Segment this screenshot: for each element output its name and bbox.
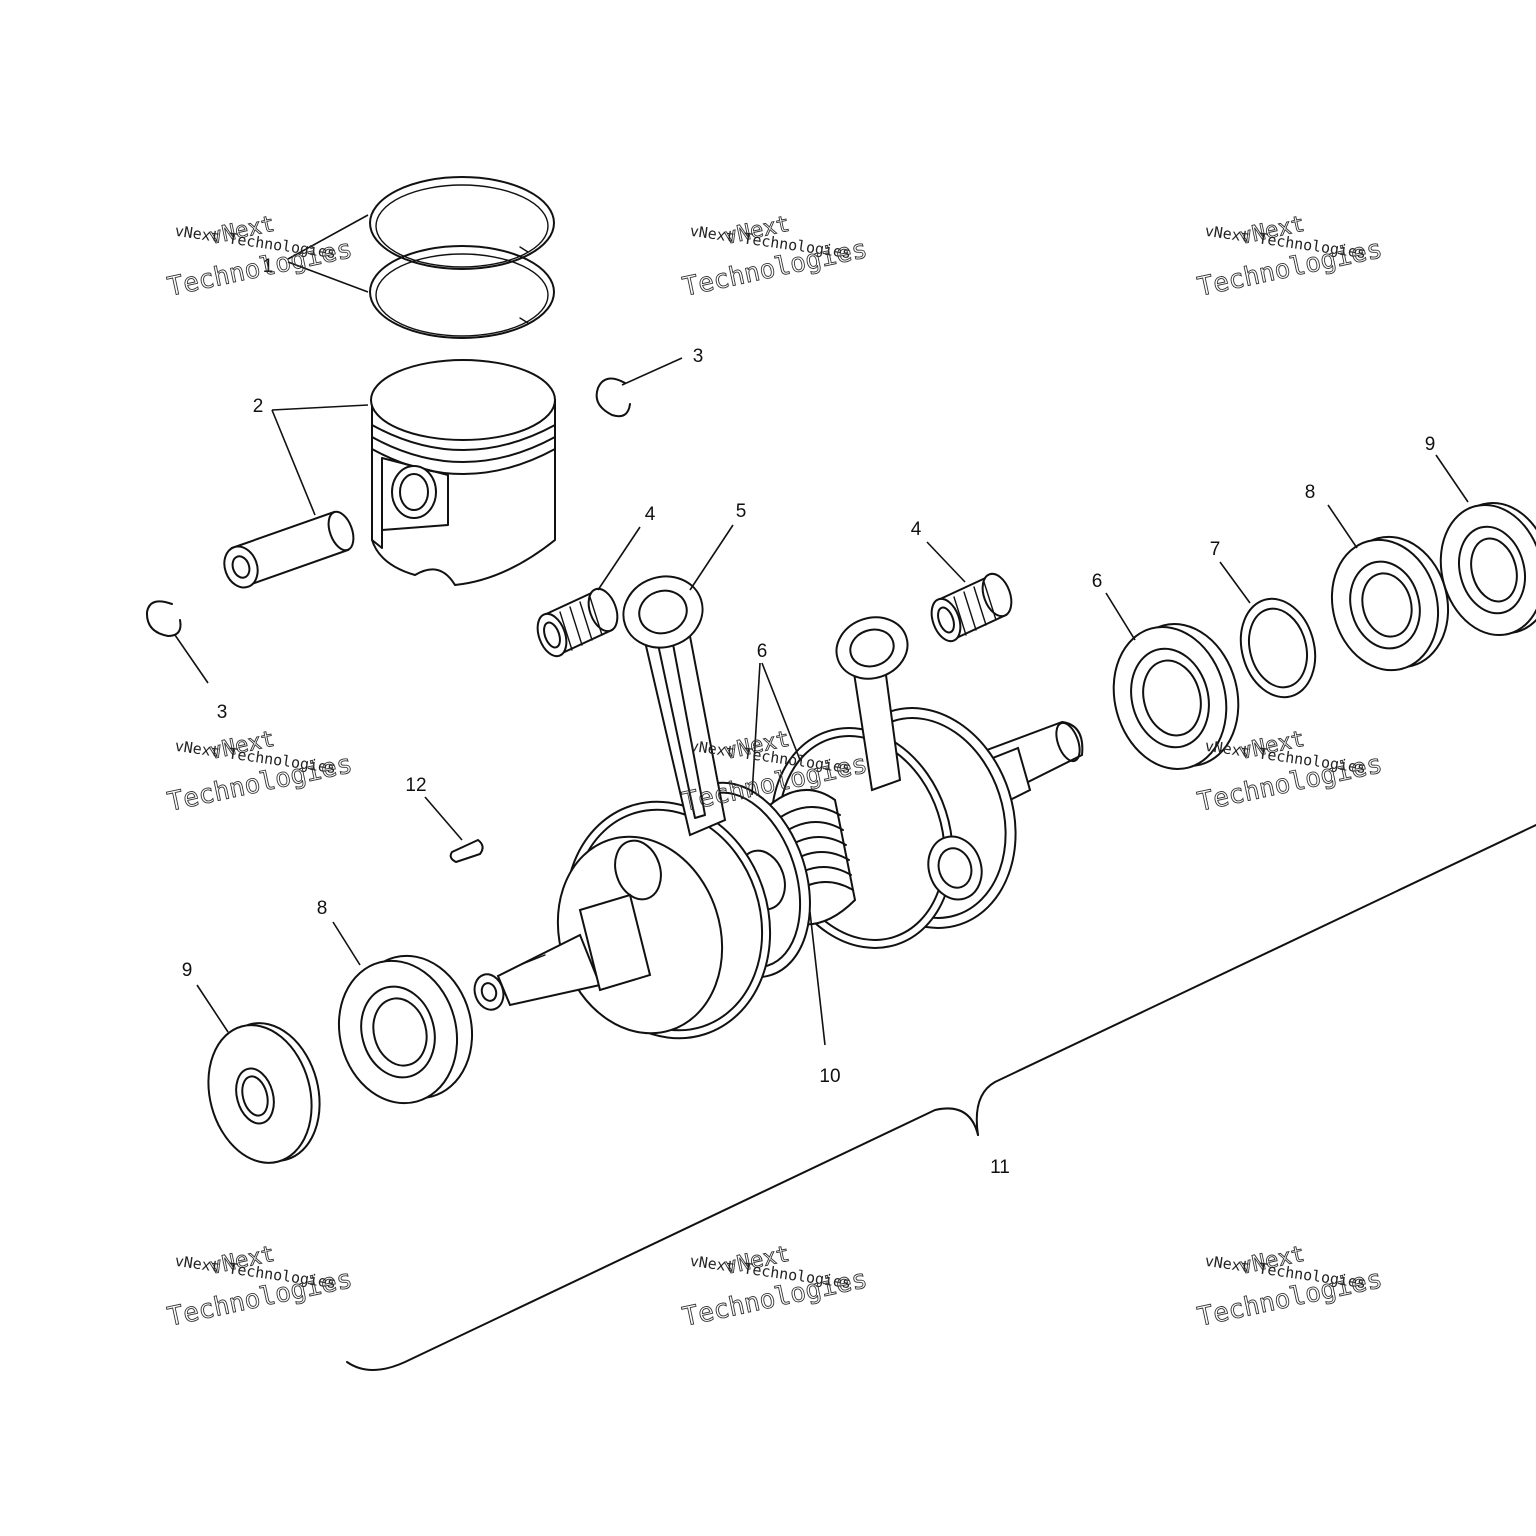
callout-labels: 1 2 3 3 4 4 5 6 6 7 8 8 9 9 10 11 12 [182, 256, 1436, 1178]
piston [370, 359, 556, 587]
callout-9-right: 9 [1425, 434, 1436, 455]
watermark-bottom-right: vNext vNext Technologies Technologies [1195, 1241, 1386, 1333]
callout-8-right: 8 [1305, 482, 1316, 503]
watermark-middle-right: vNext vNext Technologies Technologies [1195, 726, 1386, 818]
bearing-left-8 [337, 954, 474, 1105]
callout-11: 11 [990, 1157, 1010, 1178]
watermark-bottom-left: vNext vNext Technologies Technologies [165, 1241, 356, 1333]
leader-lines [174, 214, 1469, 1046]
watermark-bottom-center: vNext vNext Technologies Technologies [680, 1241, 871, 1333]
callout-2: 2 [253, 396, 264, 417]
callout-7: 7 [1210, 539, 1221, 560]
piston-rings [369, 176, 555, 339]
callout-4-left: 4 [645, 504, 656, 525]
bearing-right-8 [1330, 535, 1450, 672]
callout-3-lower: 3 [217, 702, 228, 723]
watermark-top-center: vNext vNext Technologies Technologies [680, 211, 871, 303]
needle-bearing-left [536, 587, 619, 658]
oil-seal-right-9 [1439, 501, 1536, 637]
watermark-middle-left: vNext vNext Technologies Technologies [165, 726, 356, 818]
callout-4-right: 4 [911, 519, 922, 540]
oil-seal-left-9 [207, 1022, 321, 1164]
needle-bearing-right [930, 572, 1013, 643]
circlip-upper [595, 377, 631, 418]
circlip-lower [145, 600, 182, 637]
callout-3-upper: 3 [693, 346, 704, 367]
callout-6-right: 6 [1092, 571, 1103, 592]
bearing-right-6 [1112, 623, 1240, 770]
callout-12: 12 [405, 775, 426, 796]
assembly-bracket [346, 824, 1536, 1371]
crankshaft-assembly [473, 575, 1017, 1040]
callout-1: 1 [263, 256, 274, 277]
shim-ring-7 [1239, 597, 1317, 699]
watermark-top-left: vNext vNext Technologies Technologies [165, 211, 356, 303]
callout-10: 10 [819, 1066, 840, 1087]
callout-8-left: 8 [317, 898, 328, 919]
woodruff-key [449, 838, 484, 864]
callout-9-left: 9 [182, 960, 193, 981]
callout-6-center: 6 [757, 641, 768, 662]
watermark-top-right: vNext vNext Technologies Technologies [1195, 211, 1386, 303]
callout-5: 5 [736, 501, 747, 522]
piston-pin [223, 510, 355, 589]
